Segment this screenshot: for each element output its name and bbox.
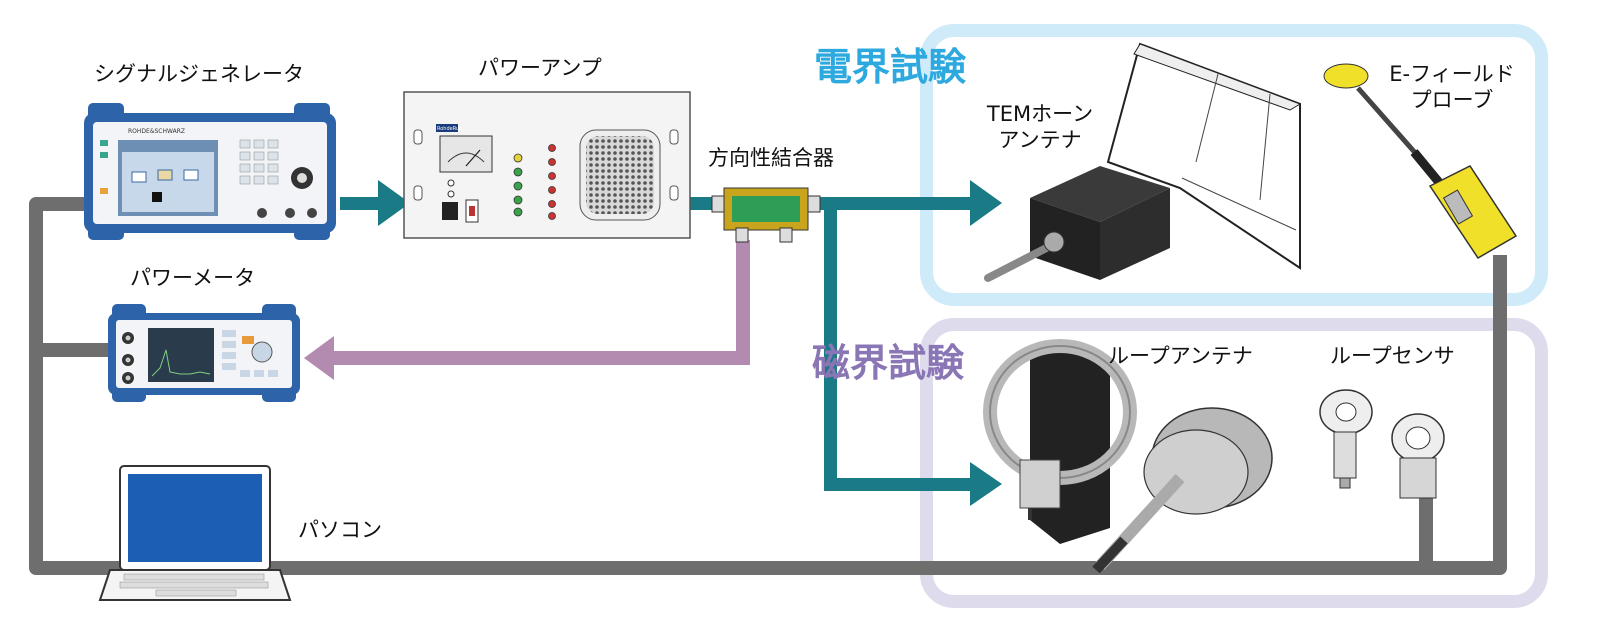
power-amplifier-device: RohdeRun: [403, 91, 691, 239]
tem-horn-antenna: [984, 42, 1302, 282]
power-meter-device: [108, 304, 300, 402]
power-meter-label: パワーメータ: [130, 266, 256, 290]
tem-horn-label-line2: アンテナ: [998, 128, 1082, 152]
loop-antenna-label: ループアンテナ: [1108, 344, 1253, 368]
signal-generator-device: ROHDE&SCHWARZ: [84, 103, 336, 240]
directional-coupler-device: [711, 187, 821, 243]
rf-reflected-path: [304, 240, 750, 380]
magnetic-field-test-title: 磁界試験: [812, 341, 965, 385]
tem-horn-label-line1: TEMホーン: [986, 102, 1094, 126]
efield-probe-label-line2: プローブ: [1410, 88, 1494, 112]
electric-field-test-title: 電界試験: [814, 45, 967, 89]
pc-label: パソコン: [298, 518, 382, 542]
control-cable: [29, 197, 1507, 575]
loop-antenna: [983, 339, 1273, 574]
directional-coupler-label: 方向性結合器: [708, 146, 834, 170]
magnetic-field-test-zone: [920, 318, 1548, 608]
rf-forward-path: [340, 180, 1002, 506]
signal-generator-label: シグナルジェネレータ: [94, 62, 304, 86]
power-amp-label: パワーアンプ: [478, 56, 602, 80]
amp-brand-text: RohdeRun: [437, 126, 462, 132]
loop-sensors: [1319, 389, 1445, 499]
e-field-probe: [1323, 63, 1518, 260]
electric-field-test-zone: [920, 24, 1548, 306]
efield-probe-label-line1: E-フィールド: [1389, 62, 1515, 86]
pc-laptop: [98, 465, 292, 601]
sg-brand-text: ROHDE&SCHWARZ: [128, 128, 185, 135]
loop-sensor-label: ループセンサ: [1330, 344, 1455, 368]
